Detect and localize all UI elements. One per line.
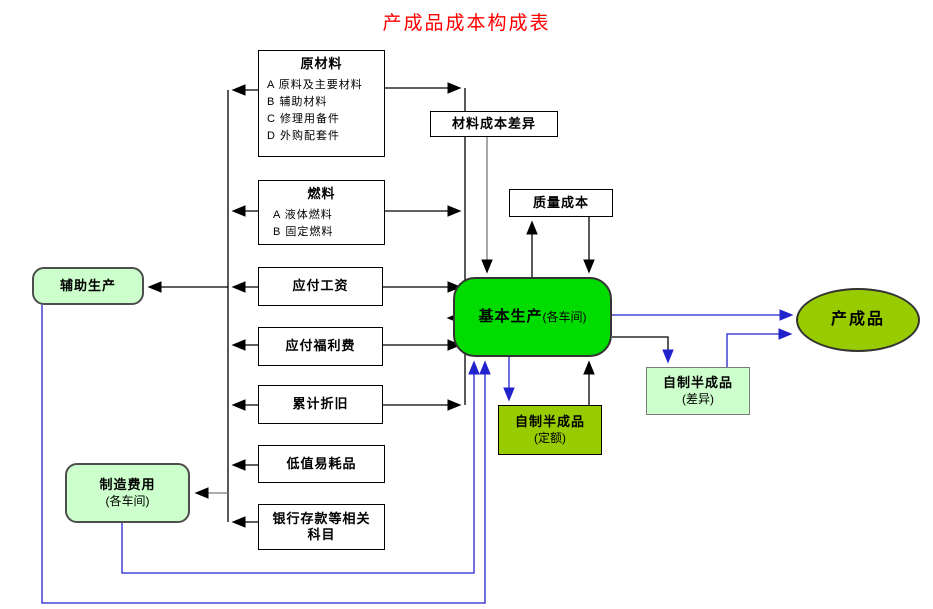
payable-wages-label: 应付工资 xyxy=(292,278,349,294)
raw-materials-items: A 原料及主要材料 B 辅助材料 C 修理用备件 D 外购配套件 xyxy=(259,76,363,146)
payable-welfare-box: 应付福利费 xyxy=(258,327,383,366)
payable-welfare-label: 应付福利费 xyxy=(285,338,356,354)
finished-product-label: 产成品 xyxy=(830,311,885,328)
list-item: A 液体燃料 xyxy=(273,209,333,222)
quality-cost-box: 质量成本 xyxy=(509,189,613,217)
auxiliary-production-node: 辅助生产 xyxy=(32,267,144,305)
basic-production-node: 基本生产(各车间) xyxy=(453,277,612,357)
connector-to-semi-variance xyxy=(612,336,674,364)
raw-materials-title: 原材料 xyxy=(300,56,343,71)
right-side-connector-group xyxy=(612,309,794,367)
raw-materials-box: 原材料 A 原料及主要材料 B 辅助材料 C 修理用备件 D 外购配套件 xyxy=(258,50,385,157)
finished-product-ellipse: 产成品 xyxy=(796,288,920,352)
bank-deposit-line1: 银行存款等相关 xyxy=(272,510,371,526)
diagram-title: 产成品成本构成表 xyxy=(382,13,551,34)
basic-production-label: 基本生产 xyxy=(478,307,543,325)
basic-production-sub: (各车间) xyxy=(542,309,587,324)
manufacturing-overhead-sub: (各车间) xyxy=(105,493,150,508)
top-connector-group xyxy=(481,137,595,277)
list-item: B 辅助材料 xyxy=(267,96,328,108)
semi-finished-quota-label: 自制半成品 xyxy=(514,414,585,430)
connector-auxiliary-loop xyxy=(41,305,491,604)
auxiliary-production-label: 辅助生产 xyxy=(59,277,116,293)
material-cost-variance-label: 材料成本差异 xyxy=(451,115,536,131)
semi-finished-variance-sub: (差异) xyxy=(682,391,714,406)
bank-deposit-box: 银行存款等相关 科目 xyxy=(258,504,385,550)
connector-overhead-loop xyxy=(121,360,480,574)
bank-deposit-line2: 科目 xyxy=(307,527,336,542)
list-item: D 外购配套件 xyxy=(267,129,340,142)
fuel-items: A 液体燃料 B 固定燃料 xyxy=(259,206,333,243)
connector-variance-to-finished xyxy=(726,328,793,367)
quality-cost-label: 质量成本 xyxy=(532,194,589,210)
list-item: B 固定燃料 xyxy=(273,226,334,238)
list-item: A 原料及主要材料 xyxy=(267,79,363,92)
semi-finished-quota-box: 自制半成品 (定额) xyxy=(498,405,602,455)
accumulated-depreciation-box: 累计折旧 xyxy=(258,385,383,424)
list-item: C 修理用备件 xyxy=(267,112,340,125)
low-value-consumables-label: 低值易耗品 xyxy=(286,455,357,471)
fuel-title: 燃料 xyxy=(307,186,336,201)
accumulated-depreciation-label: 累计折旧 xyxy=(292,396,349,412)
left-collector-group xyxy=(147,84,258,528)
manufacturing-overhead-node: 制造费用 (各车间) xyxy=(65,463,190,523)
semi-finished-variance-box: 自制半成品 (差异) xyxy=(646,367,750,415)
manufacturing-overhead-label: 制造费用 xyxy=(99,477,156,493)
material-cost-variance-box: 材料成本差异 xyxy=(430,111,558,137)
fuel-box: 燃料 A 液体燃料 B 固定燃料 xyxy=(258,180,385,245)
payable-wages-box: 应付工资 xyxy=(258,267,383,306)
semi-finished-quota-sub: (定额) xyxy=(534,430,566,445)
semi-finished-variance-label: 自制半成品 xyxy=(662,375,733,391)
low-value-consumables-box: 低值易耗品 xyxy=(258,445,385,483)
